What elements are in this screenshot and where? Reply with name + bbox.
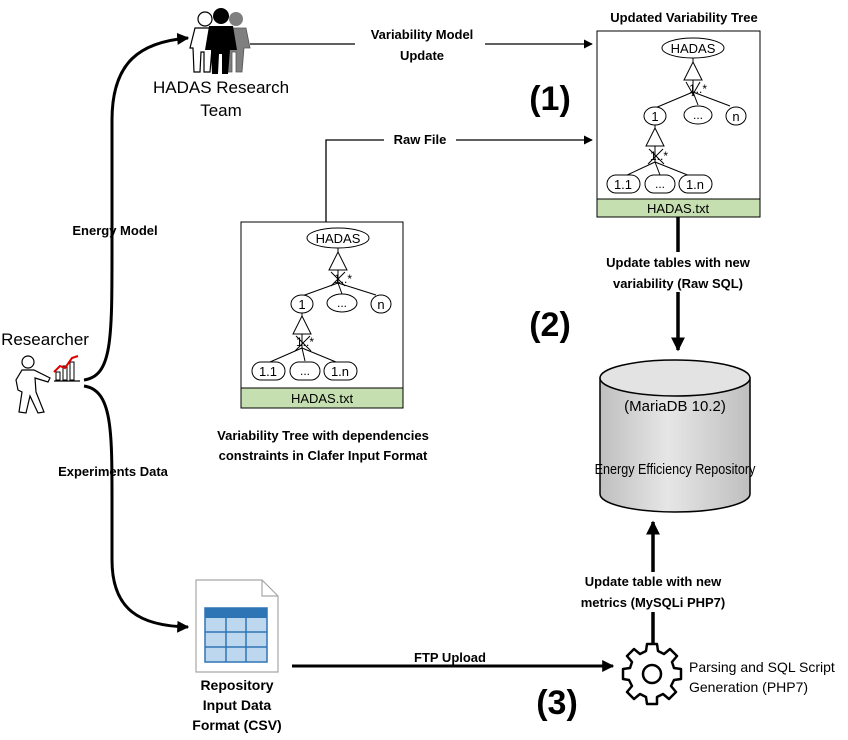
- energy-model-arrow: [83, 32, 190, 382]
- energy-model-label: Energy Model: [72, 223, 157, 238]
- vm-update-label-line1: Variability Model: [371, 27, 474, 42]
- source-tree-leaf1: 1.1: [259, 364, 277, 379]
- parser-label-line2: Generation (PHP7): [689, 679, 808, 695]
- updated-tree-box: [596, 30, 761, 218]
- gear-icon: [621, 642, 683, 706]
- research-team-icon: [189, 8, 251, 74]
- source-tree-leafn: 1.n: [331, 364, 349, 379]
- csv-label-line2: Input Data: [203, 697, 272, 713]
- parser-label-line1: Parsing and SQL Script: [689, 659, 835, 675]
- source-tree-file: HADAS.txt: [291, 391, 354, 406]
- updated-tree-leaf-mid: ...: [655, 177, 665, 191]
- csv-label-line1: Repository: [200, 677, 273, 693]
- source-tree-caption-line2: constraints in Clafer Input Format: [219, 448, 428, 463]
- updated-tree-leaf1: 1.1: [614, 177, 632, 192]
- step-3-label: (3): [536, 684, 578, 722]
- update-metrics-label-bg: [560, 572, 740, 612]
- raw-file-label-bg: [384, 131, 456, 149]
- source-tree-child-mid: ...: [337, 296, 347, 310]
- database-name: Energy Efficiency Repository: [595, 460, 756, 477]
- source-tree-caption-line1: Variability Tree with dependencies: [217, 428, 429, 443]
- updated-tree-child-mid: ...: [693, 108, 703, 122]
- source-tree-childn: n: [377, 297, 384, 312]
- updated-tree-file: HADAS.txt: [647, 201, 710, 216]
- update-metrics-label-line1: Update table with new: [585, 574, 722, 589]
- vm-update-label-line2: Update: [400, 48, 444, 63]
- step-1-label: (1): [529, 80, 571, 118]
- updated-tree-root: HADAS: [671, 41, 716, 56]
- csv-file-icon: [195, 579, 279, 673]
- source-tree-card1: 1..*: [334, 272, 352, 286]
- source-tree-leaf-mid: ...: [300, 364, 310, 378]
- updated-tree-leafn: 1.n: [686, 177, 704, 192]
- source-tree-root: HADAS: [316, 231, 361, 246]
- team-label-line2: Team: [200, 101, 242, 120]
- database-cylinder: [599, 359, 751, 513]
- source-tree-card2: 1..*: [296, 335, 314, 349]
- vm-update-label-bg: [355, 24, 485, 64]
- update-tables-label-line2: variability (Raw SQL): [613, 276, 743, 291]
- researcher-icon: [15, 355, 80, 414]
- raw-file-arrow: [325, 135, 593, 222]
- updated-tree-childn: n: [732, 109, 739, 124]
- update-tables-label-line1: Update tables with new: [606, 255, 751, 270]
- updated-tree-title: Updated Variability Tree: [610, 10, 757, 25]
- researcher-label: Researcher: [1, 330, 89, 349]
- experiments-data-arrow: [83, 384, 190, 633]
- experiments-data-label: Experiments Data: [58, 464, 169, 479]
- source-tree-child1: 1: [298, 297, 305, 312]
- raw-file-label: Raw File: [394, 132, 447, 147]
- ftp-upload-label: FTP Upload: [414, 650, 486, 665]
- update-tables-label-bg: [596, 252, 760, 292]
- updated-tree-card2: 1..*: [650, 149, 668, 163]
- database-version: (MariaDB 10.2): [624, 398, 726, 415]
- source-tree-box: [240, 221, 404, 409]
- team-label-line1: HADAS Research: [153, 78, 289, 97]
- step-2-label: (2): [529, 306, 571, 344]
- updated-tree-card1: 1..*: [689, 82, 707, 96]
- update-metrics-label-line2: metrics (MySQLi PHP7): [581, 595, 726, 610]
- updated-tree-child1: 1: [651, 109, 658, 124]
- csv-label-line3: Format (CSV): [192, 717, 281, 733]
